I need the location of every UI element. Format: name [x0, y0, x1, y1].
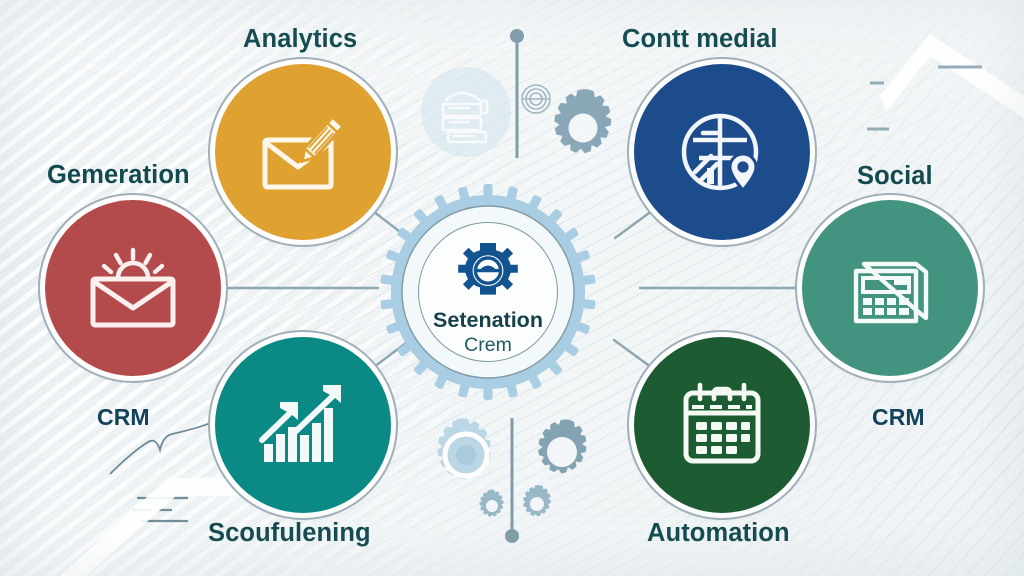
chevron-ribbon-right — [880, 34, 1024, 118]
node-social-publishing[interactable] — [802, 200, 978, 376]
squiggle-line-left — [109, 413, 229, 475]
node-lead-generation[interactable] — [45, 200, 221, 376]
central-hub[interactable]: Setenation Crem — [368, 172, 608, 412]
globe-map-pin-icon — [681, 113, 759, 193]
envelope-pencil-icon — [262, 115, 346, 190]
node-label-contt-medial: Contt medial — [622, 25, 778, 53]
concentric-circle-icon — [521, 84, 551, 114]
pin-line-top — [510, 29, 524, 158]
node-disc[interactable] — [215, 337, 391, 513]
gear-tiny-bottom-right — [520, 482, 554, 519]
gear-small-bottom — [532, 413, 593, 479]
node-label-analytics: Analytics — [243, 25, 358, 53]
node-email-generation[interactable] — [215, 64, 391, 240]
node-disc[interactable] — [802, 200, 978, 376]
node-label-gemeration: Gemeration — [47, 161, 190, 189]
dash-marks-right — [867, 65, 982, 131]
hub-title-line2: Crem — [464, 333, 512, 356]
node-content-media[interactable] — [634, 64, 810, 240]
envelope-sunrise-icon — [90, 247, 176, 328]
calculator-documents-icon — [853, 261, 929, 324]
side-label-crm-left: CRM — [97, 404, 150, 430]
node-label-social: Social — [857, 162, 933, 190]
side-label-crm-right: CRM — [872, 404, 925, 430]
pin-line-bottom — [505, 418, 519, 543]
connector-line — [612, 338, 661, 375]
node-disc[interactable] — [634, 64, 810, 240]
gear-tiny-bottom-left — [479, 489, 504, 517]
hub-inner-disc: Setenation Crem — [418, 222, 558, 362]
calendar-icon — [683, 382, 761, 464]
gear-large-bottom — [434, 415, 495, 482]
node-disc[interactable] — [215, 64, 391, 240]
hub-title-line1: Setenation — [433, 308, 543, 332]
growth-bar-chart-icon — [259, 385, 341, 462]
connector-line — [613, 203, 662, 240]
node-growth-scheduling[interactable] — [215, 337, 391, 513]
gear-cog-icon — [457, 242, 519, 305]
gear-medium-top — [550, 85, 616, 157]
documents-stack-watermark — [421, 67, 511, 157]
node-disc[interactable] — [45, 200, 221, 376]
node-label-scoufulening: Scoufulening — [208, 519, 371, 547]
node-label-automation: Automation — [647, 519, 790, 547]
node-marketing-automation[interactable] — [634, 337, 810, 513]
node-disc[interactable] — [634, 337, 810, 513]
